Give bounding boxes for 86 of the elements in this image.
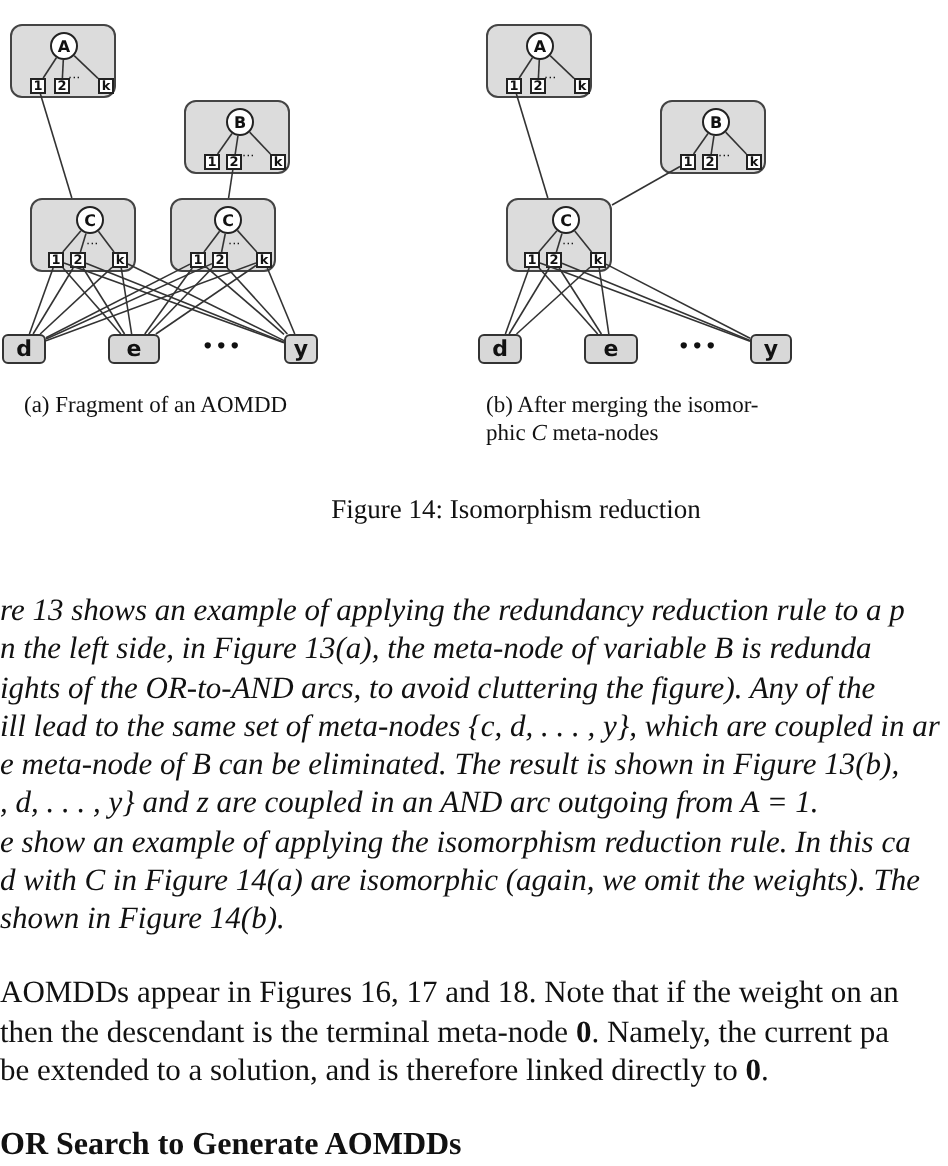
meta-node-box: [486, 24, 592, 98]
connector-line: [234, 135, 239, 155]
terminal-box: y: [750, 334, 792, 364]
connector-line: [508, 267, 550, 335]
connector-line: [558, 267, 603, 335]
connector-line: [504, 267, 530, 335]
connector-line: [144, 267, 194, 335]
connector-line: [82, 267, 126, 335]
connector-line: [28, 267, 54, 335]
terminal-box: e: [584, 334, 638, 364]
connector-line: [236, 229, 258, 253]
connector-line: [611, 165, 681, 206]
body-text-line: ights of the OR-to-AND arcs, to avoid cluttering the figure). Any of the: [0, 672, 876, 706]
body-text-line: ill lead to the same set of meta-nodes {c, d, . . . , y}, which are coupled in ar: [0, 710, 940, 744]
ellipsis: •••: [202, 340, 243, 358]
connector-line: [42, 56, 58, 79]
connector-line: [62, 267, 122, 335]
connector-line: [227, 169, 234, 199]
connector-line: [515, 93, 549, 199]
subfigure-caption: (b) After merging the isomor- phic C meta-nodes: [486, 392, 761, 448]
ellipsis: •••: [678, 340, 719, 358]
connector-line: [518, 56, 534, 79]
connector-line: [216, 132, 233, 155]
variable-circle: C: [214, 206, 242, 234]
body-text-line: then the descendant is the terminal meta-node 0. Namely, the current pa: [0, 1016, 889, 1050]
meta-node-box: [30, 198, 136, 272]
connector-line: [127, 263, 285, 342]
terminal-box: d: [478, 334, 522, 364]
connector-line: [32, 267, 74, 335]
body-text-line: AOMDDs appear in Figures 16, 17 and 18. Note that if the weight on an: [0, 976, 899, 1010]
connector-line: [710, 135, 715, 155]
connector-line: [692, 132, 709, 155]
variable-circle: B: [226, 108, 254, 136]
connector-line: [598, 267, 610, 335]
variable-circle: C: [552, 206, 580, 234]
connector-line: [147, 267, 214, 335]
connector-line: [248, 131, 272, 155]
connector-line: [45, 263, 191, 339]
connector-line: [39, 93, 73, 199]
connector-line: [62, 229, 82, 253]
connector-line: [79, 232, 87, 253]
connector-line: [549, 54, 575, 80]
section-heading: OR Search to Generate AOMDDs: [0, 1128, 462, 1162]
variable-circle: A: [526, 32, 554, 60]
body-text-line: n the left side, in Figure 13(a), the meta-node of variable B is redunda: [0, 632, 872, 666]
connector-line: [120, 267, 133, 335]
body-text-line: e meta-node of B can be eliminated. The result is shown in Figure 13(b),: [0, 748, 900, 782]
connector-line: [39, 266, 113, 335]
connector-line: [605, 263, 751, 339]
variable-circle: C: [76, 206, 104, 234]
connector-line: [538, 267, 599, 335]
meta-node-box: [170, 198, 276, 272]
variable-circle: B: [702, 108, 730, 136]
body-text-line: e show an example of applying the isomorphism reduction rule. In this ca: [0, 826, 911, 860]
terminal-box: y: [284, 334, 318, 364]
meta-node-box: [506, 198, 612, 272]
connector-line: [61, 59, 65, 79]
body-text-line: be extended to a solution, and is therefore linked directly to 0.: [0, 1054, 769, 1088]
meta-node-box: [184, 100, 290, 174]
body-text-line: shown in Figure 14(b).: [0, 902, 285, 936]
figure-caption: Figure 14: Isomorphism reduction: [331, 494, 701, 526]
terminal-box: e: [108, 334, 160, 364]
connector-line: [266, 267, 296, 335]
connector-line: [45, 262, 213, 340]
connector-line: [205, 266, 285, 336]
terminal-box: d: [2, 334, 46, 364]
meta-node-box: [10, 24, 116, 98]
body-text-line: re 13 shows an example of applying the redundancy reduction rule to a p: [0, 594, 905, 628]
connector-line: [97, 230, 115, 253]
connector-line: [515, 266, 591, 335]
connector-line: [555, 232, 563, 253]
connector-line: [220, 232, 227, 253]
connector-line: [226, 267, 289, 335]
connector-line: [203, 230, 221, 253]
connector-line: [73, 54, 99, 80]
body-text-line: d with C in Figure 14(a) are isomorphic (again, we omit the weights). The: [0, 864, 920, 898]
connector-line: [155, 264, 257, 335]
connector-line: [537, 59, 541, 79]
variable-circle: A: [50, 32, 78, 60]
connector-line: [538, 229, 558, 253]
connector-line: [724, 131, 748, 155]
connector-line: [45, 262, 257, 342]
body-text-line: , d, . . . , y} and z are coupled in an AND arc outgoing from A = 1.: [0, 786, 819, 820]
meta-node-box: [660, 100, 766, 174]
connector-line: [573, 230, 593, 253]
subfigure-caption: (a) Fragment of an AOMDD: [24, 392, 290, 420]
